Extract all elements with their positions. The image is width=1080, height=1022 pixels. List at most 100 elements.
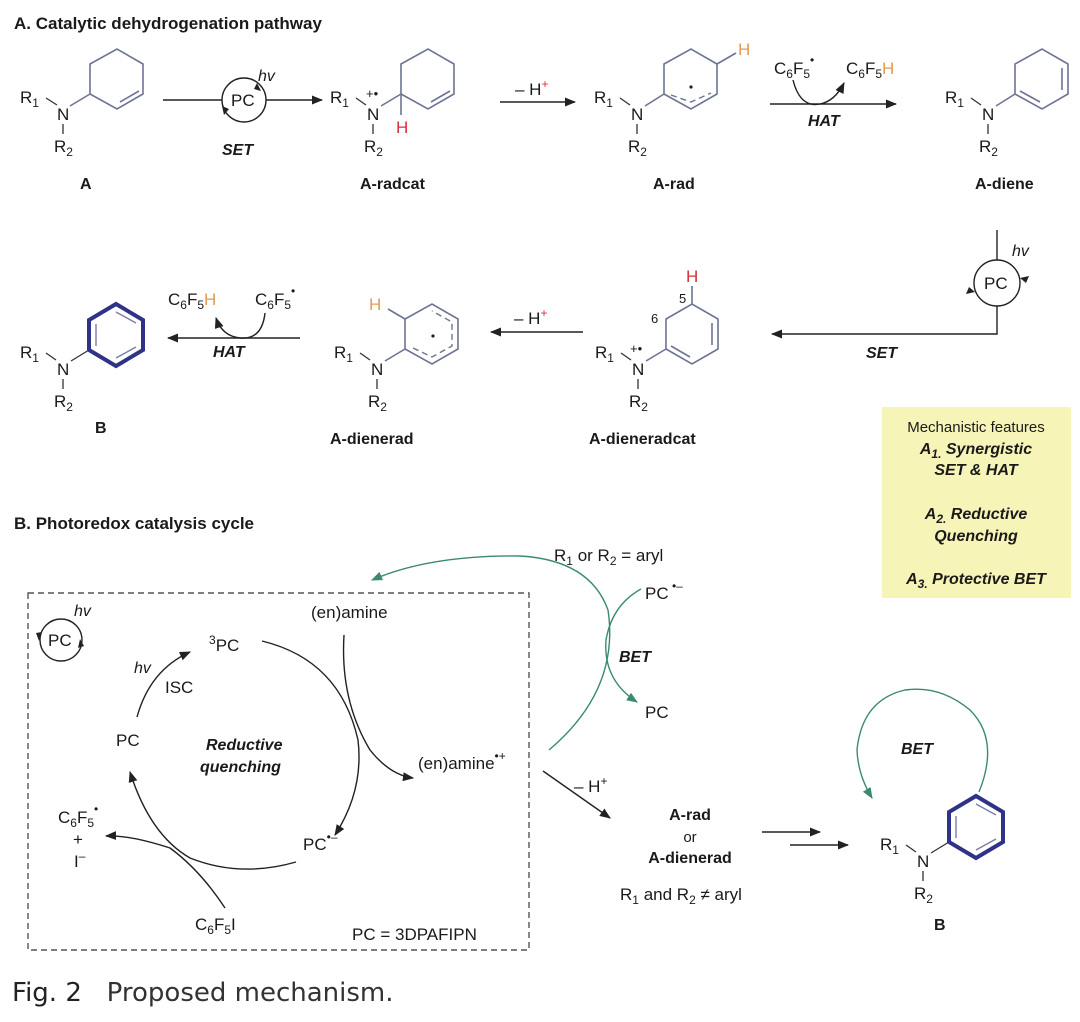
cyclohexadienyl-ring <box>404 303 459 365</box>
hat-label: HAT <box>808 113 841 130</box>
figure-number: Fig. 2 <box>12 978 82 1008</box>
delocalized-bond <box>412 310 453 358</box>
radical-cation-label: +• <box>630 341 643 356</box>
feature-item-1-line-1: A1. Synergistic <box>919 441 1032 461</box>
hat-label: HAT <box>213 344 246 361</box>
compound-label-a: A <box>80 176 92 193</box>
bond <box>716 52 737 65</box>
compound-label-a-dienerad: A-dienerad <box>330 431 414 448</box>
bond <box>45 97 58 106</box>
aromatic-bond <box>975 838 997 851</box>
locant-6: 6 <box>651 311 658 326</box>
bond <box>45 352 57 361</box>
benzene-ring <box>87 301 145 369</box>
minus-proton-label: – H+ <box>514 306 547 328</box>
compound-a-rad: R1 N R2 H A-rad <box>594 40 750 193</box>
compound-label-a-radcat: A-radcat <box>360 176 426 193</box>
bet-green-arrow-loop <box>856 688 989 799</box>
bond <box>644 93 665 107</box>
n-atom: N <box>57 360 69 379</box>
feature-item-3: A3. Protective BET <box>905 571 1047 591</box>
benzene-ring <box>947 793 1005 861</box>
r1-label: R1 <box>880 835 899 857</box>
aryl-condition: R1 or R2 = aryl <box>554 546 663 568</box>
compound-a: R1 N R2 A <box>20 48 144 193</box>
h-atom-red: H <box>396 118 408 137</box>
bond <box>359 352 371 361</box>
delocalized-bond <box>670 92 712 103</box>
pc-ground-label: PC <box>116 731 140 750</box>
cyclohexadienyl-ring <box>663 48 718 110</box>
intermediate-a-dienerad: A-dienerad <box>648 850 732 867</box>
isc-label: ISC <box>165 678 193 697</box>
bond <box>905 844 917 853</box>
r1-label: R1 <box>595 343 614 365</box>
compound-b: R1 N R2 B <box>20 301 145 437</box>
locant-5: 5 <box>679 291 686 306</box>
bond <box>387 308 406 320</box>
n-atom: N <box>632 360 644 379</box>
compound-a-dienerad: R1 N R2 H A-dienerad <box>330 295 459 448</box>
c6f5i-label: C6F5I <box>195 915 236 937</box>
r2-label: R2 <box>54 392 73 414</box>
radical-cation-label: +• <box>366 86 379 101</box>
n-atom: N <box>917 852 929 871</box>
feature-item-2-line-1: A2. Reductive <box>924 506 1028 526</box>
r2-label: R2 <box>54 137 73 159</box>
r1-label: R1 <box>330 88 349 110</box>
bond <box>619 97 631 106</box>
feature-item-2-line-2: Quenching <box>934 528 1018 545</box>
hv-label: hv <box>134 660 152 677</box>
aromatic-bond <box>975 803 997 816</box>
section-b-title: B. Photoredox catalysis cycle <box>14 514 254 533</box>
curved-arrow-hat <box>792 79 845 106</box>
bet-green-arrow-inner <box>605 588 642 703</box>
bond <box>620 352 632 361</box>
bond <box>970 97 982 106</box>
bet-green-arrow-outer <box>370 555 611 751</box>
figure-caption: Fig. 2 Proposed mechanism. <box>12 978 394 1008</box>
intermediate-a-rad: A-rad <box>669 807 711 824</box>
bet-label: BET <box>901 741 934 758</box>
cycle-arrowhead-icon <box>36 632 42 641</box>
r1-label: R1 <box>945 88 964 110</box>
c6f5-radical-label: C6F5• <box>774 53 814 81</box>
cycle-arrowhead-icon <box>78 639 84 648</box>
r1-label: R1 <box>594 88 613 110</box>
enamine-label: (en)amine <box>311 603 388 622</box>
r2-label: R2 <box>629 392 648 414</box>
cycle-arrowhead-icon <box>1020 276 1029 283</box>
c6f5h-label: C6F5H <box>168 290 216 312</box>
compound-label-b: B <box>934 917 946 934</box>
double-bond <box>670 345 691 358</box>
bond <box>384 348 406 362</box>
compound-a-diene: R1 N R2 A-diene <box>945 48 1069 193</box>
r2-label: R2 <box>368 392 387 414</box>
c6f5-radical-label: C6F5• <box>255 284 295 312</box>
r2-label: R2 <box>628 137 647 159</box>
r1-label: R1 <box>20 343 39 365</box>
r1-label: R1 <box>334 343 353 365</box>
cycle-center-label-line-2: quenching <box>200 759 281 776</box>
enamine-oxidation-arrow <box>342 634 415 782</box>
bond <box>930 841 950 854</box>
compound-label-a-rad: A-rad <box>653 176 695 193</box>
c6f5-radical-label: C6F5• <box>58 802 98 830</box>
reaction-arrow-set <box>770 306 998 339</box>
n-atom: N <box>631 105 643 124</box>
r2-label: R2 <box>979 137 998 159</box>
double-bond <box>119 90 140 103</box>
features-heading: Mechanistic features <box>907 419 1045 436</box>
minus-proton-label: – H+ <box>574 774 607 796</box>
pc-anion-out-label: PC •– <box>645 579 683 603</box>
hv-label: hv <box>1012 243 1030 260</box>
c6f5h-label: C6F5H <box>846 59 894 81</box>
bond <box>995 93 1016 107</box>
iodide-label: I– <box>74 849 86 871</box>
radical-dot <box>689 85 693 89</box>
h-atom-orange: H <box>738 40 750 59</box>
double-bond <box>1019 90 1041 103</box>
pc-label: PC <box>231 91 255 110</box>
compound-label-a-dieneradcat: A-dieneradcat <box>589 431 696 448</box>
